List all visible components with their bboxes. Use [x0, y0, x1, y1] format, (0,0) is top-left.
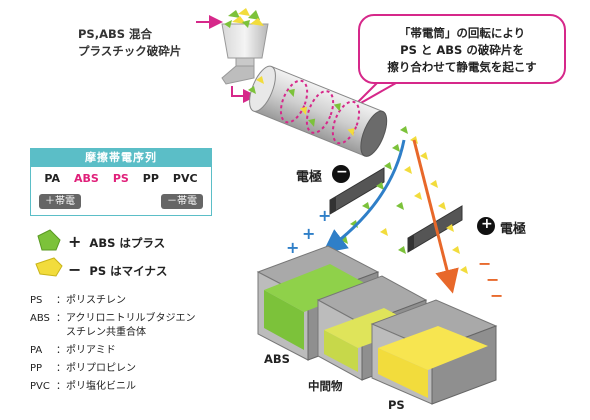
bin-label-middle: 中間物 [308, 379, 343, 393]
minus-mark: − [486, 270, 500, 289]
legend-sign: + [68, 232, 82, 251]
series-item: PP [142, 172, 159, 185]
bin-ps [370, 299, 498, 405]
hopper [221, 8, 269, 85]
bin-label-ps: PS [388, 398, 405, 412]
plus-mark: + [286, 238, 300, 257]
positive-sign-circle [477, 217, 495, 235]
series-title: 摩擦帯電序列 [31, 149, 211, 167]
definition-row: PS：ポリスチレン [30, 295, 126, 306]
drum-pointer-arrow [231, 86, 257, 103]
legend-sign: − [68, 260, 82, 279]
negative-sign: − [336, 164, 348, 180]
legend-text: ABS はプラス [89, 236, 166, 250]
plus-mark: + [302, 224, 316, 243]
legend-abs: + ABS はプラス [68, 232, 165, 251]
series-item: PVC [172, 172, 198, 185]
triboelectric-series-box: 摩擦帯電序列 PA ABS PS PP PVC ＋帯電 －帯電 [30, 148, 212, 216]
series-item: PA [44, 172, 60, 185]
charging-drum [249, 65, 388, 157]
bin-label-abs: ABS [264, 352, 290, 366]
definition-row-continuation: スチレン共重合体 [66, 327, 146, 338]
minus-mark: − [478, 254, 492, 273]
definition-row: PA：ポリアミド [30, 345, 116, 356]
abs-trajectory-arrow [322, 139, 406, 254]
minus-mark: − [490, 286, 504, 305]
definition-row: PVC：ポリ塩化ビニル [30, 381, 136, 392]
series-item: ABS [73, 172, 99, 185]
legend-ps: − PS はマイナス [68, 260, 167, 279]
plus-mark: + [318, 206, 332, 225]
ps-chip-icon [35, 257, 63, 277]
negative-electrode-label: 電極 [296, 170, 323, 185]
plus-charge-tag: ＋帯電 [39, 194, 81, 209]
series-row: PA ABS PS PP PVC [31, 172, 211, 188]
legend-text: PS はマイナス [89, 264, 168, 278]
abs-chip-icon [37, 229, 61, 251]
positive-electrode-label: 電極 [500, 222, 527, 237]
feed-label: PS,ABS 混合 プラスチック破砕片 [78, 27, 182, 58]
minus-charge-tag: －帯電 [161, 194, 203, 209]
bin-abs [256, 245, 380, 361]
positive-sign: + [481, 216, 493, 232]
positive-electrode [407, 205, 463, 253]
ps-trajectory-arrow [412, 139, 459, 294]
series-item: PS [112, 172, 129, 185]
negative-sign-circle [332, 165, 350, 183]
definition-row: ABS：アクリロニトリルブタジエン [30, 313, 196, 324]
drum-callout: 「帯電筒」の回転により PS と ABS の破砕片を 擦り合わせて静電気を起こす [358, 14, 566, 84]
definition-row: PP：ポリプロピレン [30, 363, 136, 374]
